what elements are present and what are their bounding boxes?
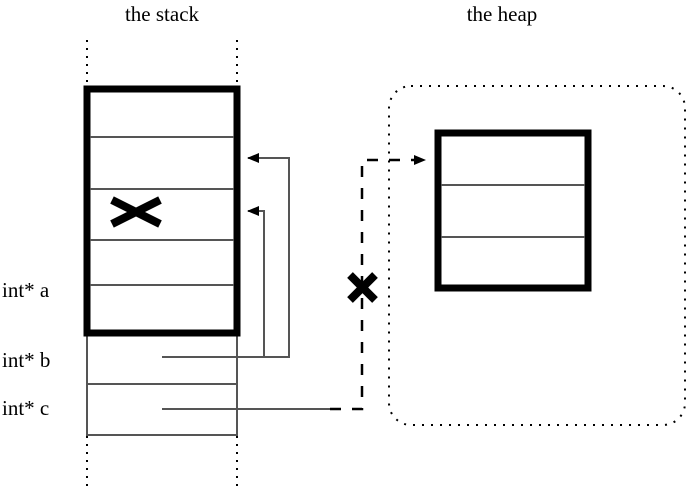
stack-title: the stack <box>124 2 200 26</box>
invalid-pointer-x-mark <box>347 272 378 303</box>
heap-cell-value-0: 7 <box>507 146 518 170</box>
variable-label-c: int* c <box>2 396 50 420</box>
stack-cell-value-3: 11 <box>151 249 173 273</box>
stack-lower-frame <box>86 332 238 436</box>
stack-guide-dotted-top <box>86 40 238 88</box>
heap-cell-value-2: ? <box>507 250 518 274</box>
stack-cell-value-0: 14 <box>151 101 173 125</box>
heap-title: the heap <box>466 2 538 26</box>
stack-cell-value-2: 7 <box>187 196 199 220</box>
variable-label-b: int* b <box>2 348 51 372</box>
stack-cell-value-4: 10 <box>151 292 173 316</box>
dangling-pointer-dashed-line <box>330 155 426 411</box>
stack-cell-value-1: 13 <box>151 144 173 168</box>
pointer-line-a <box>162 206 265 358</box>
heap-cell-value-1: 13 <box>502 198 523 222</box>
variable-label-a: int* a <box>2 278 50 302</box>
stack-guide-dotted-bottom <box>86 436 238 486</box>
